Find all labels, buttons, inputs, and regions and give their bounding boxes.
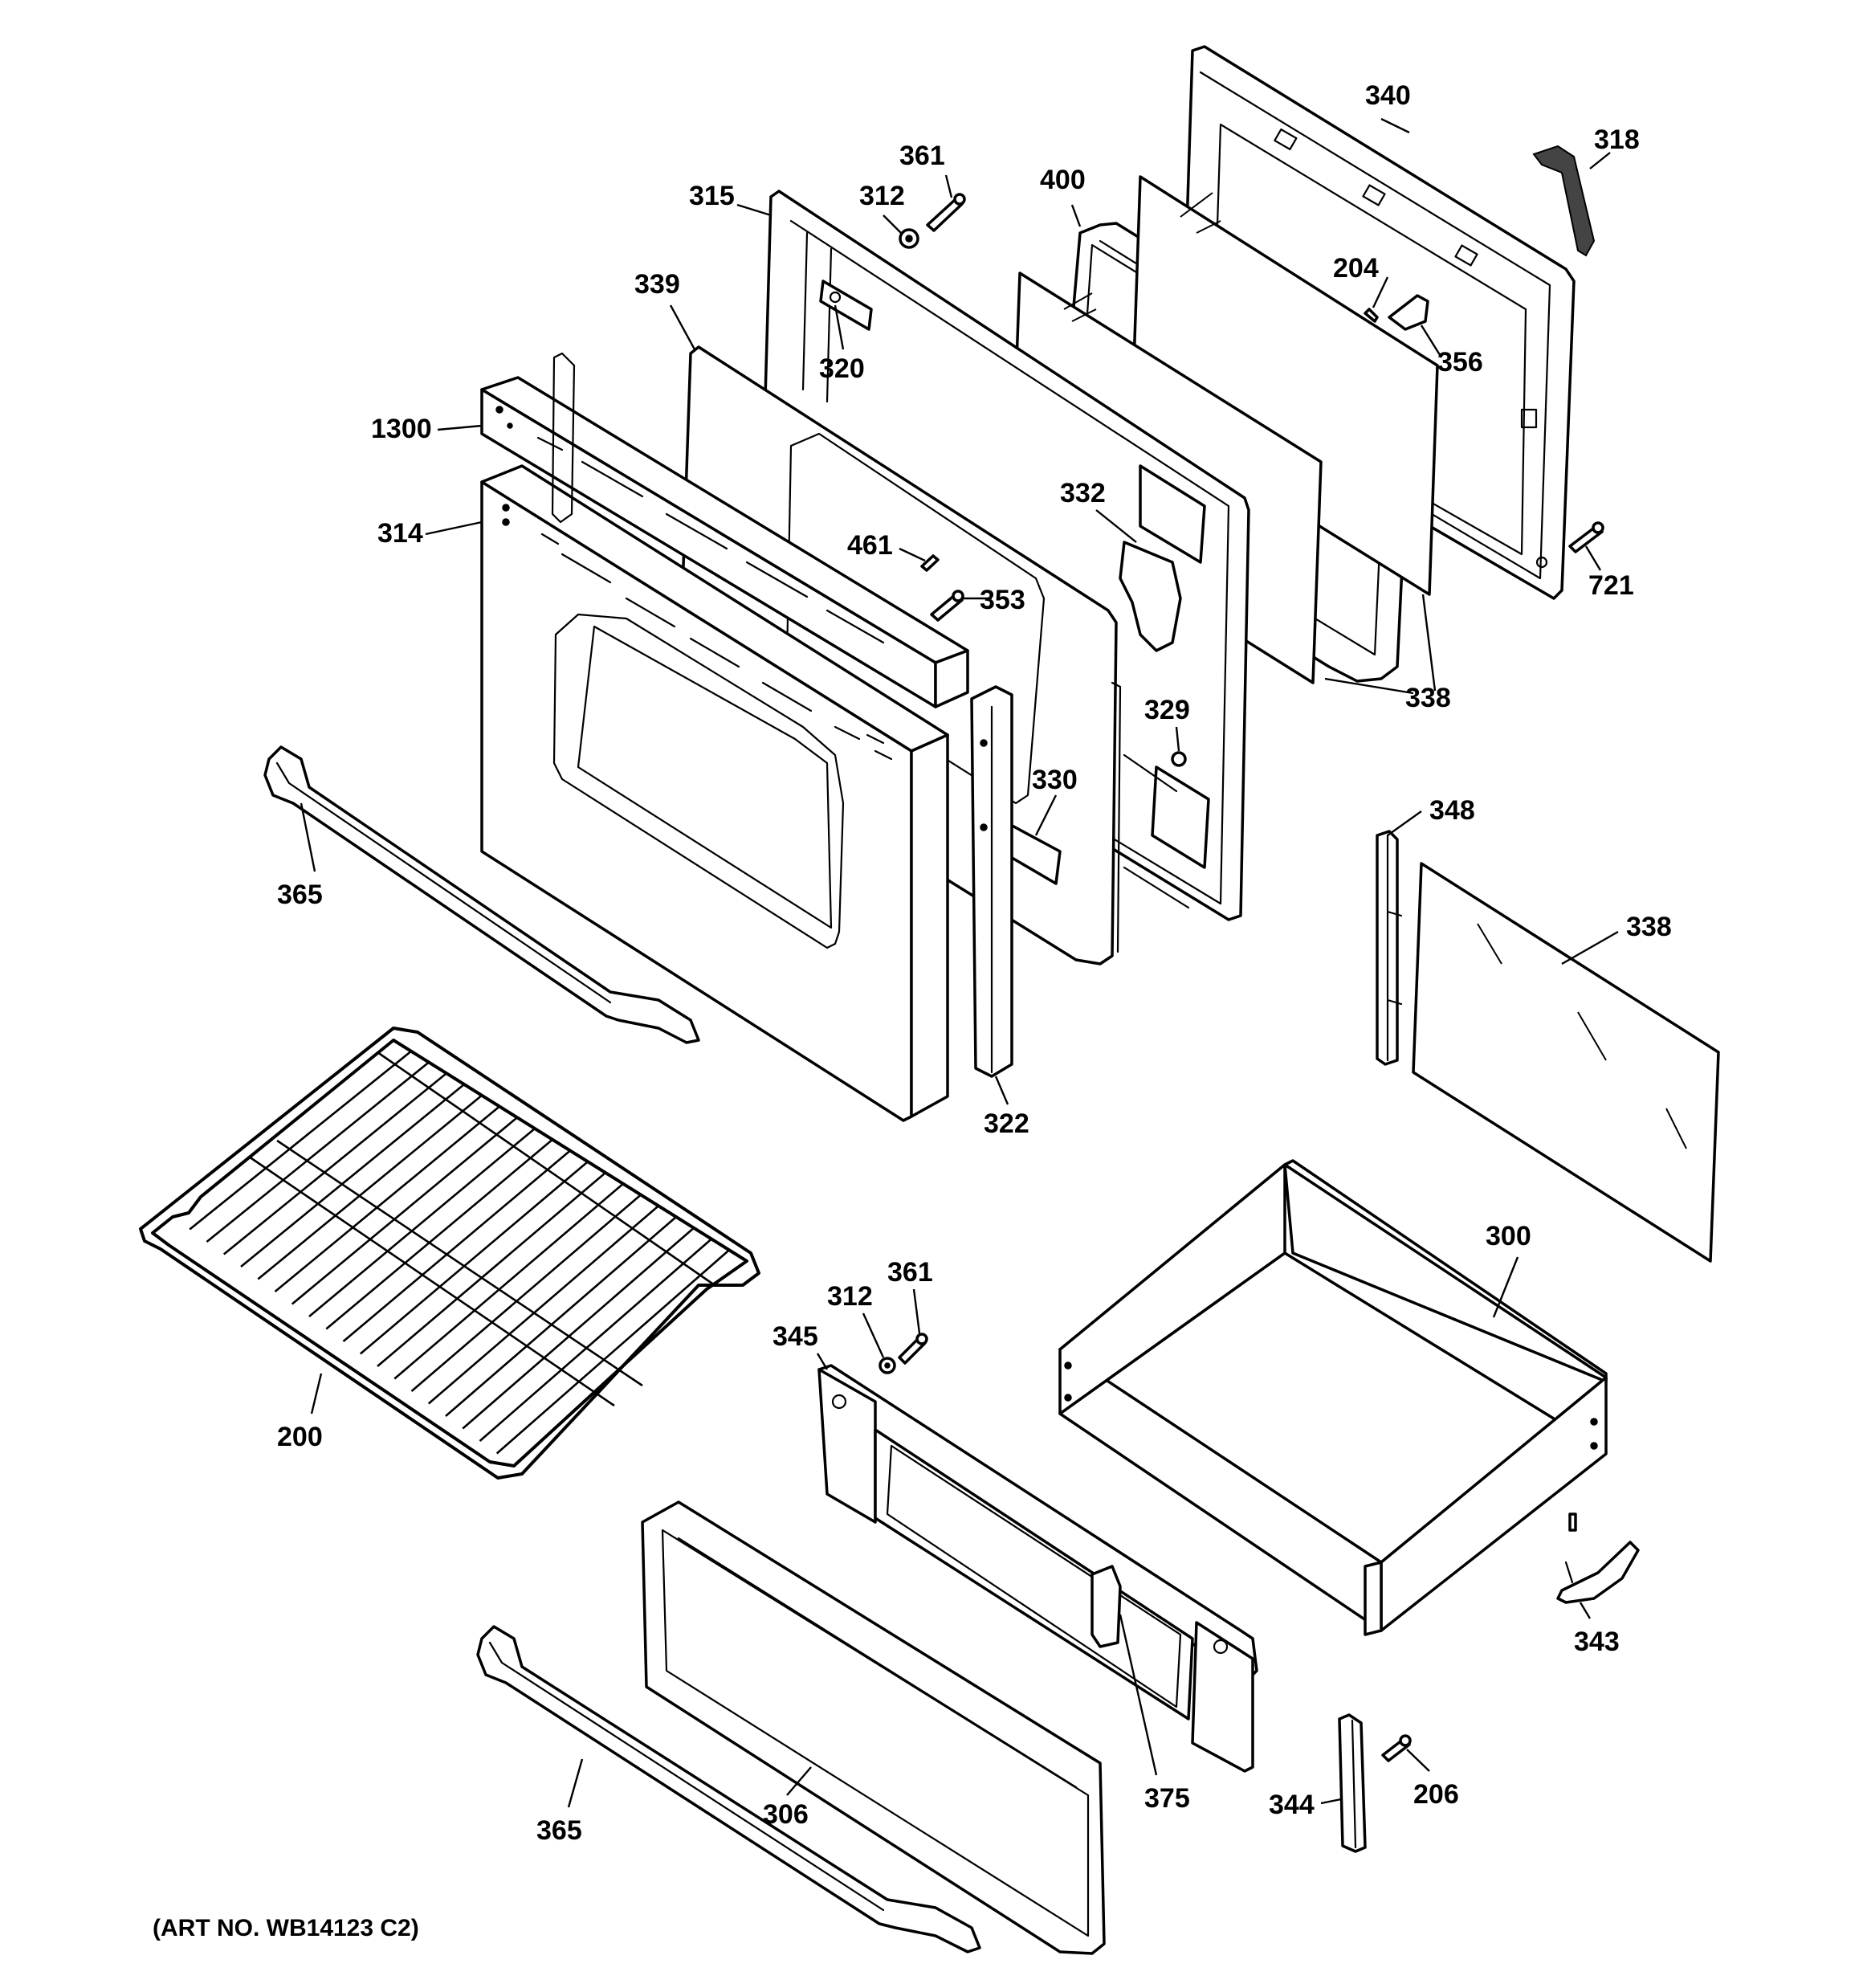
callout-340: 340 [1365,80,1411,111]
screw-721-icon [1568,521,1604,553]
callout-353: 353 [980,585,1025,615]
rack-wire [410,1194,642,1392]
callout-345: 345 [773,1321,818,1352]
bracket-356-icon [1388,294,1429,331]
callout-1300: 1300 [371,414,432,444]
part-320-hinge [819,280,873,331]
callout-322: 322 [984,1108,1029,1139]
callout-338-lower: 338 [1626,912,1672,942]
rack-wire [445,1216,677,1417]
screw-361-top-icon [926,193,966,232]
callout-314: 314 [377,518,423,549]
callout-312-bottom: 312 [827,1281,873,1312]
callout-300: 300 [1486,1221,1531,1251]
part-338-glass-lower [1412,862,1720,1263]
part-322-side-trim [970,685,1013,1078]
callout-400: 400 [1040,165,1086,195]
part-345-drawer-frame [817,1364,1258,1773]
part-365-drawer-handle-lower [476,1625,981,1953]
callout-315: 315 [689,181,735,211]
callout-332: 332 [1060,478,1106,508]
rack-wire [206,1061,430,1243]
part-365-door-handle-upper [263,745,700,1044]
part-314-outer-door [480,464,949,1122]
screw-329-icon [1171,751,1187,767]
rack-wire [342,1149,571,1342]
part-344-drawer-rail [1338,1713,1367,1853]
callout-338-upper: 338 [1405,683,1451,713]
callout-356: 356 [1437,347,1483,378]
callout-320: 320 [819,353,865,384]
screw-361-bottom-icon [898,1333,928,1365]
screw-206-icon [1381,1734,1412,1762]
screw-461-icon [920,554,940,572]
callout-330: 330 [1032,765,1078,795]
rack-wire [479,1238,712,1442]
part-338-inner-glass-upper [1131,175,1439,596]
screw-343-icon [1568,1512,1577,1532]
callout-200: 200 [277,1422,323,1452]
callout-461: 461 [847,530,893,561]
rack-wire [359,1161,589,1355]
rack-wire [377,1172,606,1367]
rack-wire [325,1138,553,1330]
rack-wire [222,1072,447,1255]
leader-lines [300,117,1619,1808]
rack-wire [308,1128,536,1317]
rack-wire [462,1227,695,1430]
rack-wire [257,1094,483,1280]
screw-204-icon [1364,308,1379,323]
washer-312-bottom-icon [879,1357,896,1374]
callout-206: 206 [1413,1779,1459,1810]
callout-343: 343 [1574,1627,1620,1657]
rack-wire [291,1116,518,1305]
part-200-oven-rack [139,1027,760,1480]
part-300-drawer-box [1058,1159,1608,1636]
part-332-insulation [1119,541,1182,652]
art-number: (ART NO. WB14123 C2) [153,1915,419,1941]
fasteners [879,193,1604,1762]
callout-204: 204 [1333,253,1379,284]
callout-361-bottom: 361 [887,1257,933,1288]
callout-375: 375 [1144,1783,1190,1814]
screw-353-icon [930,590,964,622]
callout-labels: 340 318 361 400 315 312 204 339 320 356 … [153,80,1672,1941]
callout-365-upper: 365 [277,880,323,910]
part-343-drawer-glide [1556,1541,1640,1604]
part-306-drawer-front [641,1500,1106,1955]
rack-wire [495,1249,730,1455]
callout-721: 721 [1588,570,1634,601]
rack-wire [393,1182,624,1380]
part-318-gasket [1532,145,1596,257]
rack-wire [240,1083,465,1268]
rack-wire [274,1105,500,1293]
callout-306: 306 [763,1799,809,1830]
rack-wire [189,1050,412,1231]
washer-312-top-icon [899,228,919,249]
callout-318: 318 [1594,125,1640,155]
callout-329: 329 [1144,695,1190,725]
rack-wire [427,1205,659,1405]
part-348-glass-retainer [1376,830,1403,1066]
callout-348: 348 [1429,795,1475,826]
callout-361-top: 361 [899,141,945,171]
callout-312-top: 312 [859,181,905,211]
callout-365-lower: 365 [536,1815,582,1846]
callout-344: 344 [1269,1790,1315,1820]
callout-339: 339 [634,269,680,300]
part-1300-vent-trim [480,352,969,708]
